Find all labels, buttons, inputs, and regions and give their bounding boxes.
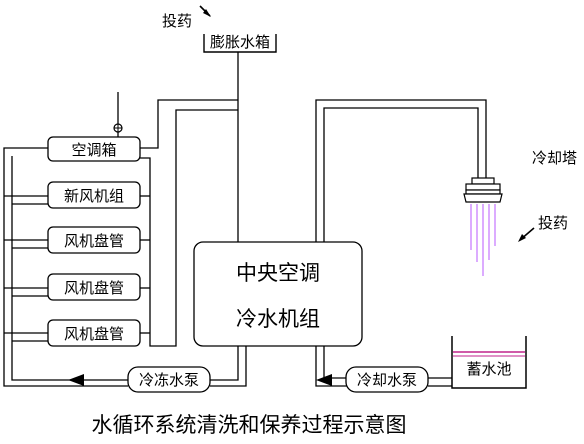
unit-fcu-2-label: 风机盘管 xyxy=(64,279,124,297)
cooling-pump-label: 冷却水泵 xyxy=(357,371,417,389)
cooling-tower-label: 冷却塔 xyxy=(532,149,577,167)
vent-valve-icon xyxy=(113,123,123,133)
expansion-tank: 膨胀水箱 xyxy=(203,33,277,53)
unit-fresh-air-label: 新风机组 xyxy=(64,187,124,205)
dosing-arrow-icon xyxy=(199,5,211,17)
chiller-unit: 中央空调 冷水机组 xyxy=(193,241,363,347)
flow-arrow-cooling xyxy=(316,374,332,386)
cooling-tower-nozzle-icon xyxy=(463,177,503,203)
unit-ahu: 空调箱 xyxy=(47,136,141,162)
chilled-water-pump: 冷冻水泵 xyxy=(127,366,211,393)
diagram-title: 水循环系统清洗和保养过程示意图 xyxy=(92,413,407,437)
unit-fcu-1-label: 风机盘管 xyxy=(64,232,124,250)
flow-arrow-chilled xyxy=(68,374,84,386)
reservoir-label: 蓄水池 xyxy=(466,360,511,378)
chilled-pump-label: 冷冻水泵 xyxy=(139,371,199,389)
cooling-water-pump: 冷却水泵 xyxy=(345,366,429,393)
unit-fcu-3-label: 风机盘管 xyxy=(64,325,124,343)
chiller-label-line2: 冷水机组 xyxy=(236,307,320,331)
unit-ahu-label: 空调箱 xyxy=(71,141,116,159)
chilled-water-piping xyxy=(3,52,247,387)
tower-dosing-label: 投药 xyxy=(538,214,568,232)
unit-fcu-3: 风机盘管 xyxy=(47,319,141,347)
cooling-tower-spray xyxy=(470,204,496,276)
expansion-tank-label: 膨胀水箱 xyxy=(210,33,270,51)
unit-fcu-1: 风机盘管 xyxy=(47,226,141,254)
unit-fresh-air: 新风机组 xyxy=(47,181,141,209)
chiller-label-line1: 中央空调 xyxy=(236,261,320,285)
reservoir: 蓄水池 xyxy=(451,336,527,389)
unit-fcu-2: 风机盘管 xyxy=(47,273,141,301)
tower-dosing-arrow-icon xyxy=(518,227,535,242)
tank-dosing-label: 投药 xyxy=(162,12,192,30)
